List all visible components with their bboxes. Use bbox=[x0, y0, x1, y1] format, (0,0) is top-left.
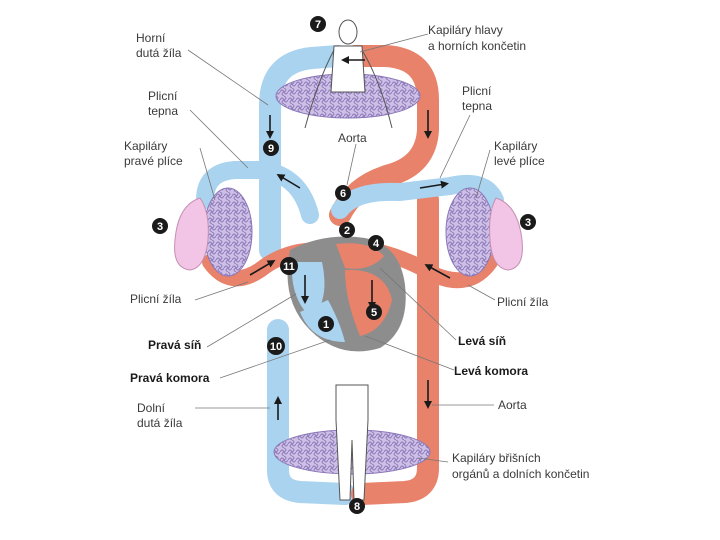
label-dolni-duta-zila-1: Dolní bbox=[137, 401, 166, 415]
vessels bbox=[196, 45, 504, 505]
svg-text:7: 7 bbox=[315, 19, 321, 31]
badge-10: 10 bbox=[267, 337, 285, 355]
label-plicni-tepna-left-1: Plicní bbox=[148, 89, 178, 103]
flow-arrow-icon bbox=[419, 180, 449, 189]
svg-text:8: 8 bbox=[354, 501, 360, 513]
badge-3-left: 3 bbox=[152, 218, 168, 234]
right-atrium-icon bbox=[291, 262, 325, 318]
svg-text:1: 1 bbox=[323, 319, 329, 331]
svg-text:6: 6 bbox=[340, 188, 346, 200]
right-lung-capillary-bed bbox=[203, 187, 253, 277]
label-horni-duta-zila-1: Horní bbox=[136, 31, 166, 45]
labels: Horní dutá žíla Plicní tepna Kapiláry pr… bbox=[124, 23, 589, 481]
flow-arrow-icon bbox=[249, 259, 276, 276]
badge-8: 8 bbox=[349, 498, 365, 514]
number-badges: 1 2 3 3 4 5 6 7 8 9 10 11 bbox=[152, 16, 536, 514]
badge-6: 6 bbox=[335, 185, 351, 201]
pulmonary-artery-left-lung-vessel bbox=[331, 174, 504, 219]
label-dolni-duta-zila-2: dutá žíla bbox=[137, 416, 183, 430]
label-kapilary-bris-1: Kapiláry břišních bbox=[452, 451, 541, 465]
svg-text:2: 2 bbox=[344, 225, 350, 237]
svg-text:3: 3 bbox=[157, 221, 163, 233]
svg-text:3: 3 bbox=[525, 217, 531, 229]
badge-7: 7 bbox=[310, 16, 326, 32]
left-lung-capillary-bed bbox=[445, 187, 495, 277]
left-lung-icon bbox=[489, 197, 523, 271]
flow-arrows bbox=[249, 56, 451, 420]
label-plicni-tepna-right-2: tepna bbox=[462, 99, 492, 113]
svg-text:9: 9 bbox=[268, 143, 274, 155]
label-prava-sin: Pravá síň bbox=[148, 338, 201, 352]
lower-human-figure-icon bbox=[335, 384, 369, 501]
badge-1: 1 bbox=[318, 316, 334, 332]
leader-lines bbox=[187, 33, 496, 463]
label-kapilary-prave-plice-1: Kapiláry bbox=[124, 139, 167, 153]
label-prava-komora: Pravá komora bbox=[130, 371, 210, 385]
svg-text:4: 4 bbox=[373, 238, 380, 250]
label-aorta-top: Aorta bbox=[338, 131, 367, 145]
lower-vena-cava-vessel bbox=[267, 319, 356, 505]
svg-text:5: 5 bbox=[371, 307, 377, 319]
pulmonary-artery-right-lung-vessel bbox=[196, 161, 319, 224]
flow-arrow-icon bbox=[424, 264, 451, 279]
capillary-beds bbox=[203, 73, 495, 475]
label-plicni-tepna-right-1: Plicní bbox=[462, 84, 492, 98]
label-plicni-zila-left: Plicní žíla bbox=[130, 292, 182, 306]
flow-arrow-icon bbox=[276, 173, 301, 189]
label-kapilary-bris-2: orgánů a dolních končetin bbox=[452, 467, 589, 481]
label-plicni-zila-right: Plicní žíla bbox=[497, 295, 549, 309]
descending-aorta-vessel bbox=[351, 189, 439, 505]
svg-text:10: 10 bbox=[270, 341, 282, 353]
label-kapilary-hlavy-2: a horních končetin bbox=[428, 39, 526, 53]
lungs bbox=[174, 197, 523, 271]
upper-human-figure-icon bbox=[304, 19, 393, 129]
upper-vena-cava-vessel bbox=[259, 45, 349, 261]
label-kapilary-leve-plice-1: Kapiláry bbox=[494, 139, 537, 153]
label-kapilary-leve-plice-2: levé plíce bbox=[494, 154, 545, 168]
label-aorta-bottom: Aorta bbox=[498, 398, 527, 412]
badge-4: 4 bbox=[368, 235, 384, 251]
label-kapilary-prave-plice-2: pravé plíce bbox=[124, 154, 183, 168]
label-horni-duta-zila-2: dutá žíla bbox=[136, 46, 182, 60]
label-plicni-tepna-left-2: tepna bbox=[148, 104, 178, 118]
svg-text:11: 11 bbox=[283, 261, 295, 273]
right-lung-icon bbox=[174, 197, 209, 271]
badge-9: 9 bbox=[263, 140, 279, 156]
label-kapilary-hlavy-1: Kapiláry hlavy bbox=[428, 23, 503, 37]
badge-2: 2 bbox=[339, 222, 355, 238]
label-leva-komora: Levá komora bbox=[454, 364, 528, 378]
badge-5: 5 bbox=[366, 304, 382, 320]
badge-11: 11 bbox=[280, 257, 298, 275]
label-leva-sin: Levá síň bbox=[458, 334, 506, 348]
badge-3-right: 3 bbox=[520, 214, 536, 230]
